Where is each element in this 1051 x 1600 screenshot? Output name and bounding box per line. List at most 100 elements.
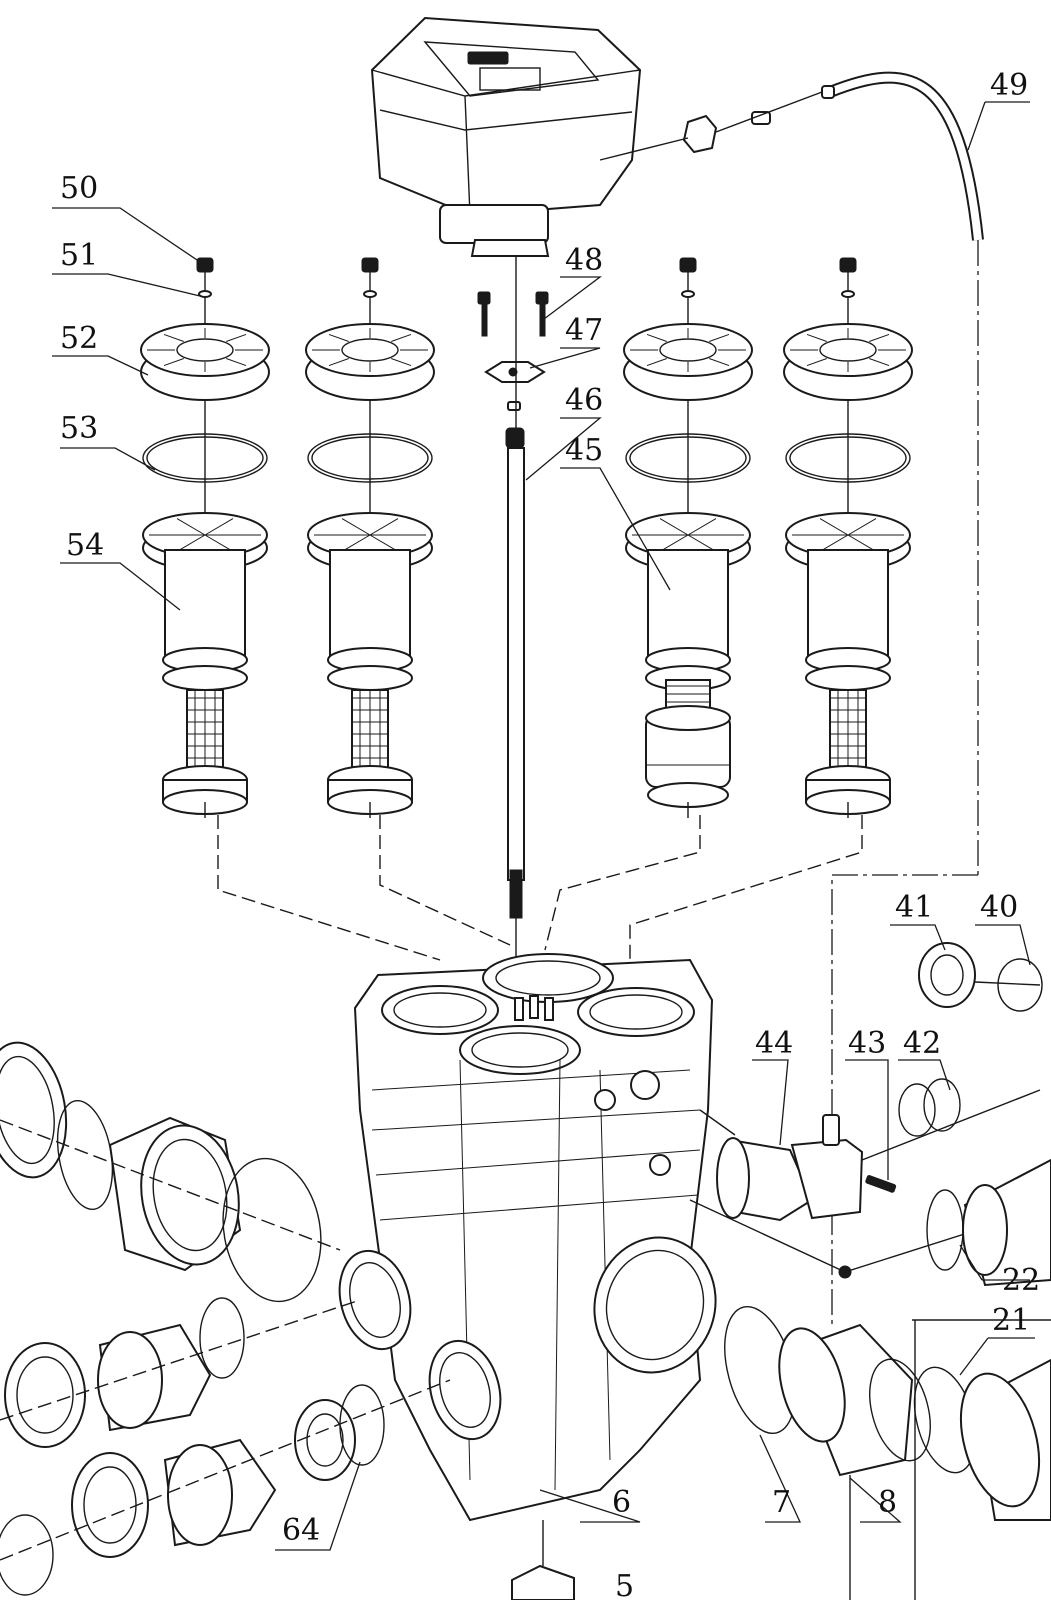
end-cap-rib xyxy=(646,333,667,342)
callout-52: 52 xyxy=(60,321,98,356)
cartridge-stacks xyxy=(140,257,913,818)
callout-54: 54 xyxy=(66,528,104,563)
controller-head xyxy=(370,16,642,257)
cage-spoke xyxy=(341,518,371,536)
cage-spoke xyxy=(819,518,849,536)
end-cap-rib xyxy=(163,333,184,342)
end-cap-rib xyxy=(709,333,730,342)
o-ring xyxy=(785,433,911,483)
callout-49: 49 xyxy=(990,68,1028,103)
callout-48: 48 xyxy=(565,243,603,278)
end-cap-hub xyxy=(659,338,717,362)
o-ring xyxy=(307,433,433,483)
seal-ring-2 xyxy=(327,665,413,691)
cage-spoke xyxy=(847,518,877,536)
end-cap-rib xyxy=(226,333,247,342)
washer xyxy=(363,290,377,298)
left-connectors xyxy=(0,1041,451,1596)
end-cap-rib xyxy=(163,358,184,367)
callout-21: 21 xyxy=(992,1303,1030,1338)
washer xyxy=(841,290,855,298)
cartridge-stack-2 xyxy=(305,257,435,818)
cartridge-stack-3 xyxy=(623,257,753,818)
o-ring-inner xyxy=(311,436,429,480)
callout-50: 50 xyxy=(60,171,98,206)
cage-spoke xyxy=(687,518,717,536)
valve-body xyxy=(338,953,717,1600)
callout-7: 7 xyxy=(772,1485,791,1520)
leader-lines xyxy=(52,101,1035,1551)
callout-46: 46 xyxy=(565,383,603,418)
o-ring xyxy=(625,433,751,483)
callout-47: 47 xyxy=(565,313,603,348)
callout-44: 44 xyxy=(755,1026,793,1061)
right-connectors xyxy=(724,1158,1051,1600)
cap-screw xyxy=(839,257,857,273)
cage-spoke xyxy=(204,534,234,552)
drain-tube xyxy=(599,71,984,1325)
cartridge-cylinder xyxy=(164,549,246,656)
end-cap-rib xyxy=(869,333,890,342)
o-ring-inner xyxy=(629,436,747,480)
o-ring-inner xyxy=(146,436,264,480)
end-cap-rib xyxy=(226,358,247,367)
end-cap-rib xyxy=(806,333,827,342)
cartridge-stack-4 xyxy=(783,257,913,818)
cartridge-cylinder xyxy=(329,549,411,656)
callout-42: 42 xyxy=(903,1026,941,1061)
end-cap-rib xyxy=(328,358,349,367)
end-cap-hub xyxy=(341,338,399,362)
cage-spoke xyxy=(176,534,206,552)
cap-screw xyxy=(361,257,379,273)
cage-spoke xyxy=(819,534,849,552)
callout-labels: 50 51 52 53 54 48 47 46 45 49 41 40 44 4… xyxy=(60,68,1040,1600)
cage-spoke xyxy=(341,534,371,552)
end-cap-rib xyxy=(391,358,412,367)
cartridge-stack-1 xyxy=(140,257,270,818)
end-cap xyxy=(305,323,435,377)
callout-5: 5 xyxy=(615,1569,634,1600)
end-cap-rib xyxy=(646,358,667,367)
injector-assembly xyxy=(689,942,1043,1279)
cage-spoke xyxy=(204,518,234,536)
end-cap-rib xyxy=(869,358,890,367)
end-cap-rib xyxy=(806,358,827,367)
callout-43: 43 xyxy=(848,1026,886,1061)
cage-spoke xyxy=(369,534,399,552)
end-cap-rib xyxy=(709,358,730,367)
piston-rod xyxy=(505,255,525,960)
end-cap xyxy=(783,323,913,377)
cartridge-cylinder xyxy=(807,549,889,656)
cage-spoke xyxy=(369,518,399,536)
callout-22: 22 xyxy=(1002,1263,1040,1298)
end-cap-rib xyxy=(328,333,349,342)
end-cap xyxy=(623,323,753,377)
cage-spoke xyxy=(659,518,689,536)
seal-ring-2 xyxy=(805,665,891,691)
end-cap-hub xyxy=(176,338,234,362)
callout-6: 6 xyxy=(612,1485,631,1520)
washer xyxy=(681,290,695,298)
cage-spoke xyxy=(847,534,877,552)
screws-and-clip xyxy=(477,291,549,411)
end-cap xyxy=(140,323,270,377)
callout-40: 40 xyxy=(980,890,1018,925)
o-ring-inner xyxy=(789,436,907,480)
end-cap-hub xyxy=(819,338,877,362)
cage-spoke xyxy=(687,534,717,552)
cage-spoke xyxy=(659,534,689,552)
cage-spoke xyxy=(176,518,206,536)
callout-51: 51 xyxy=(60,238,98,273)
o-ring xyxy=(142,433,268,483)
canister-top xyxy=(645,705,731,731)
end-cap-rib xyxy=(391,333,412,342)
callout-8: 8 xyxy=(878,1485,897,1520)
cap-screw xyxy=(196,257,214,273)
callout-53: 53 xyxy=(60,411,98,446)
cartridge-cylinder xyxy=(647,549,729,656)
callout-64: 64 xyxy=(282,1513,320,1548)
seal-ring-2 xyxy=(162,665,248,691)
washer xyxy=(198,290,212,298)
cap-screw xyxy=(679,257,697,273)
